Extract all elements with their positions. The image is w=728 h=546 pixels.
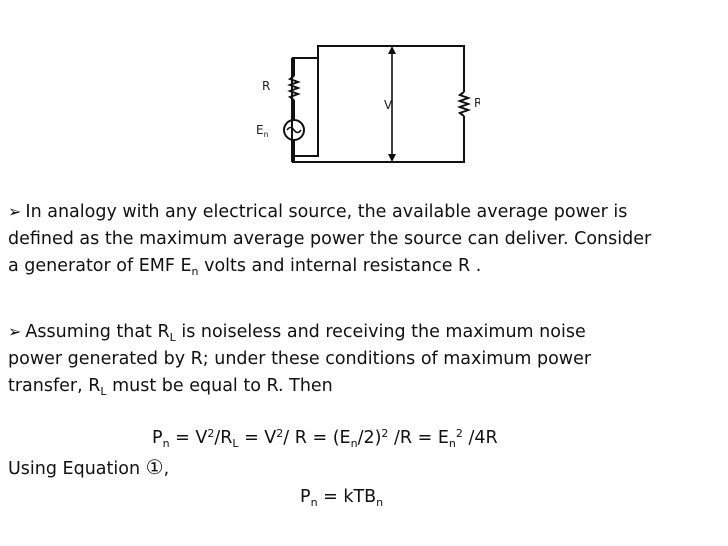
label-rl: RL <box>474 96 480 112</box>
equation-ktb: Pn = kTBn <box>300 487 384 509</box>
top-wire <box>292 45 465 163</box>
resistor-r <box>287 75 301 101</box>
arrow-bullet-icon: ➢ <box>8 322 22 341</box>
using-equation: Using Equation ①, <box>8 455 170 479</box>
source-box <box>292 57 319 157</box>
circled-one-icon: ① <box>145 455 164 479</box>
equation-power: Pn = V2/RL = V2/ R = (En/2)2 /R = En2 /4… <box>152 427 498 450</box>
arrow-bullet-icon: ➢ <box>8 202 22 221</box>
label-r: R <box>262 79 270 93</box>
label-en: En <box>256 123 269 139</box>
paragraph-2: ➢Assuming that RL is noiseless and recei… <box>8 322 592 398</box>
label-v: V <box>384 98 393 112</box>
paragraph-1: ➢In analogy with any electrical source, … <box>8 202 652 278</box>
circuit-diagram: R En V RL <box>256 45 480 163</box>
